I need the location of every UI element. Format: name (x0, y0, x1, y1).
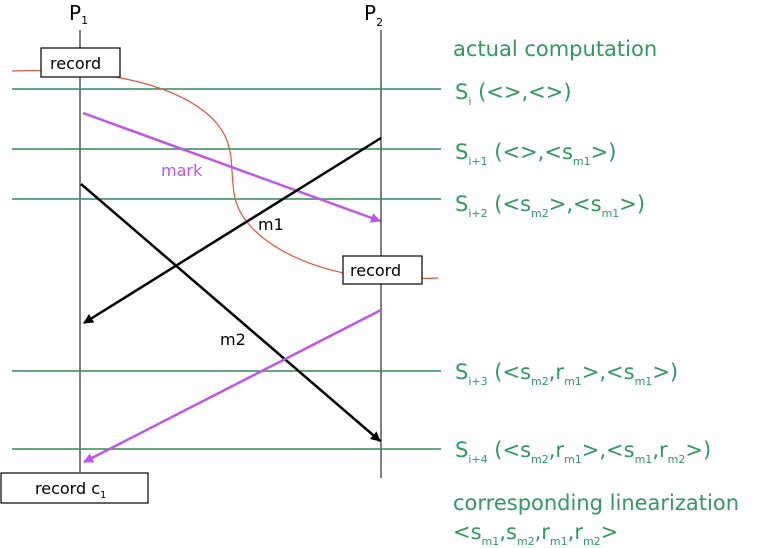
state-label-si: Si (<>,<>) (455, 80, 572, 108)
corresponding-linearization-heading: corresponding linearization (453, 491, 739, 515)
linearization-sequence: <sm1,sm2,rm1,rm2> (453, 520, 618, 548)
record-box-mid-label: record (350, 261, 401, 280)
cut-curve (11, 70, 439, 280)
actual-computation-heading: actual computation (453, 37, 657, 61)
state-label-si1: Si+1 (<>,<sm1>) (455, 140, 616, 168)
p2-label: P2 (364, 1, 383, 29)
mark-label: mark (161, 161, 203, 180)
m1-message-arrow (83, 136, 382, 325)
marker-reply-arrow (83, 308, 382, 464)
m2-message-arrow (80, 183, 381, 442)
state-label-si4: Si+4 (<sm2,rm1>,<sm1,rm2>) (455, 438, 711, 466)
record-box-mid (342, 255, 423, 285)
m1-label: m1 (258, 215, 284, 234)
record-c1-box (0, 472, 149, 504)
state-label-si3: Si+3 (<sm2,rm1>,<sm1>) (455, 360, 678, 388)
record-box-top (40, 47, 121, 78)
record-box-top-label: record (50, 54, 101, 73)
mark-message-arrow (82, 111, 381, 223)
m2-label: m2 (220, 330, 246, 349)
p1-label: P1 (69, 1, 88, 27)
record-c1-label: record c1 (35, 479, 106, 501)
state-label-si2: Si+2 (<sm2>,<sm1>) (455, 192, 645, 220)
